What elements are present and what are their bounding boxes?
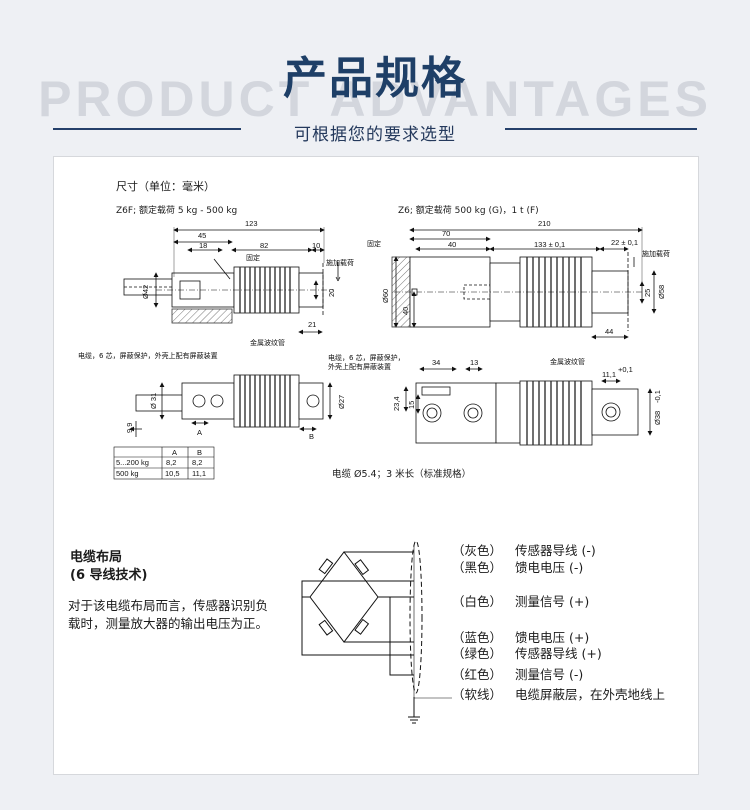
z6f-dim-45: 45 bbox=[198, 231, 206, 240]
table-cell: 8,2 bbox=[192, 458, 202, 467]
z6-dim-34: 34 bbox=[432, 358, 440, 367]
z6f-mark-b: B bbox=[309, 432, 314, 441]
z6-dim-70: 70 bbox=[442, 229, 450, 238]
z6f-fixed-label: 固定 bbox=[246, 253, 260, 262]
wire-row: （软线） 电缆屏蔽层，在外壳地线上 bbox=[452, 687, 666, 702]
page-subtitle: 可根据您的要求选型 bbox=[294, 125, 456, 145]
z6f-dim-d31: Ø 31 bbox=[149, 393, 158, 409]
z6-dim-111: 11,1 bbox=[602, 370, 616, 379]
z6f-dim-d27: Ø27 bbox=[337, 395, 346, 409]
wiring-title-line1: 电缆布局 bbox=[70, 550, 123, 565]
z6-dim-22: 22 ± 0,1 bbox=[611, 238, 638, 247]
table-cell: 10,5 bbox=[165, 469, 180, 478]
technical-drawing: 尺寸（单位：毫米） Z6F; 额定载荷 5 kg - 500 kg Z6; 额定… bbox=[78, 179, 670, 724]
z6f-top-view bbox=[129, 374, 333, 437]
table-header-b: B bbox=[197, 448, 202, 457]
z6-dim-133: 133 ± 0,1 bbox=[534, 240, 565, 249]
wire-color: 软线 bbox=[464, 687, 490, 702]
wire-row: （灰色） 传感器导线 (-) bbox=[452, 543, 596, 558]
wire-signal: 传感器导线 (-) bbox=[515, 543, 596, 558]
wire-row: （红色） 测量信号 (-) bbox=[452, 667, 584, 682]
z6f-mark-a: A bbox=[197, 428, 202, 437]
table-cell: 8,2 bbox=[166, 458, 176, 467]
wire-signal: 传感器导线 (+) bbox=[515, 646, 602, 661]
z6f-dim-18: 18 bbox=[199, 241, 207, 250]
z6-dim-d38: Ø38 bbox=[653, 411, 662, 425]
z6-dim-44: 44 bbox=[605, 327, 613, 336]
z6f-dim-d42: Ø42 bbox=[141, 285, 150, 299]
wire-signal: 馈电电压 (+) bbox=[515, 630, 590, 645]
wire-signal: 馈电电压 (-) bbox=[515, 560, 584, 575]
wire-signal: 测量信号 (+) bbox=[515, 594, 590, 609]
z6-dim-d60: Ø60 bbox=[381, 289, 390, 303]
z6-cable-note-line2: 外壳上配有屏蔽装置 bbox=[328, 362, 391, 371]
z6-dim-210: 210 bbox=[538, 219, 551, 228]
z6-dim-234: 23,4 bbox=[392, 396, 401, 411]
watermark-text: PRODUCT ADVANTAGES bbox=[38, 71, 712, 127]
z6f-dim-82: 82 bbox=[260, 241, 268, 250]
z6-dim-15: 15 bbox=[407, 401, 416, 409]
z6f-dim-99: 9,9 bbox=[125, 423, 134, 433]
z6-cable-note-line1: 电缆，6 芯，屏蔽保护， bbox=[328, 353, 405, 362]
page-title: 产品规格 bbox=[283, 53, 467, 104]
z6-dim-13: 13 bbox=[470, 358, 478, 367]
z6f-cable-note: 电缆，6 芯，屏蔽保护，外壳上配有屏蔽装置 bbox=[78, 351, 218, 360]
wire-color: 绿色 bbox=[464, 646, 490, 661]
wire-color: 红色 bbox=[464, 667, 490, 682]
z6-top-view bbox=[403, 366, 653, 446]
wire-row: （白色） 测量信号 (+) bbox=[452, 594, 590, 609]
table-cell: 500 kg bbox=[116, 469, 139, 478]
z6f-dimension-table bbox=[113, 446, 215, 480]
z6f-dim-21: 21 bbox=[308, 320, 316, 329]
z6-load-label: 施加载荷 bbox=[642, 249, 670, 258]
wiring-title-line2: (6 导线技术) bbox=[70, 568, 148, 583]
z6f-dim-20: 20 bbox=[327, 289, 336, 297]
table-cell: 5...200 kg bbox=[116, 458, 149, 467]
cable-spec: 电缆 Ø5.4；3 米长（标准规格） bbox=[332, 468, 471, 480]
wire-row: （蓝色） 馈电电压 (+) bbox=[452, 630, 590, 645]
z6-dim-d38-tolerance: -0,1 bbox=[653, 390, 662, 403]
wheatstone-bridge bbox=[301, 540, 452, 724]
divider-right bbox=[505, 128, 697, 130]
wire-signal: 电缆屏蔽层，在外壳地线上 bbox=[515, 687, 666, 702]
z6-label: Z6; 额定载荷 500 kg (G)，1 t (F) bbox=[398, 204, 539, 216]
z6f-dim-10: 10 bbox=[312, 241, 320, 250]
z6-dim-40v: 40 bbox=[401, 307, 410, 315]
z6-bellows-label: 金属波纹管 bbox=[550, 357, 585, 366]
divider-left bbox=[53, 128, 241, 130]
wire-color: 灰色 bbox=[464, 543, 490, 558]
z6-side-view bbox=[391, 227, 657, 340]
wire-color: 蓝色 bbox=[464, 630, 490, 645]
spec-card: 尺寸（单位：毫米） Z6F; 额定载荷 5 kg - 500 kg Z6; 额定… bbox=[53, 156, 699, 775]
z6f-label: Z6F; 额定载荷 5 kg - 500 kg bbox=[116, 204, 237, 216]
wire-signal: 测量信号 (-) bbox=[515, 667, 584, 682]
z6f-load-label: 施加载荷 bbox=[326, 258, 354, 267]
wire-color: 白色 bbox=[464, 594, 490, 609]
z6-dim-111-tolerance: +0,1 bbox=[618, 365, 633, 374]
wire-row: （黑色） 馈电电压 (-) bbox=[452, 560, 584, 575]
wiring-title: 电缆布局 (6 导线技术) bbox=[70, 549, 147, 585]
z6-dim-25: 25 bbox=[643, 289, 652, 297]
z6f-bellows-label: 金属波纹管 bbox=[250, 338, 285, 347]
z6-dim-d58: Ø58 bbox=[657, 285, 666, 299]
z6-fixed-label: 固定 bbox=[367, 239, 381, 248]
wire-color: 黑色 bbox=[464, 560, 490, 575]
z6-dim-40: 40 bbox=[448, 240, 456, 249]
table-header-a: A bbox=[172, 448, 177, 457]
wire-row: （绿色） 传感器导线 (+) bbox=[452, 646, 602, 661]
z6f-side-view bbox=[123, 227, 341, 335]
table-cell: 11,1 bbox=[192, 469, 206, 478]
unit-label: 尺寸（单位：毫米） bbox=[116, 179, 215, 193]
wiring-note: 对于该电缆布局而言，传感器识别负载时，测量放大器的输出电压为正。 bbox=[68, 598, 269, 631]
z6f-dim-123: 123 bbox=[245, 219, 258, 228]
